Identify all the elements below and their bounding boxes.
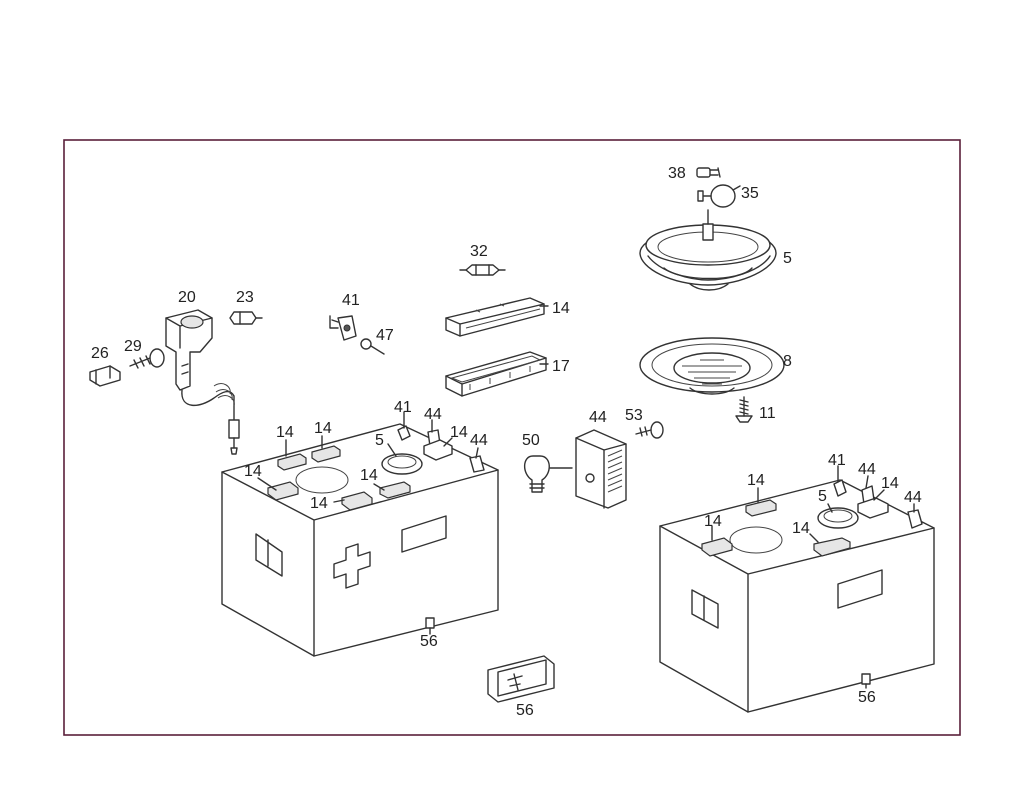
label-44-housing: 44 [589, 409, 607, 426]
bracket-56 [487, 655, 555, 703]
screw-11 [735, 396, 753, 423]
leader-lines [257, 305, 915, 689]
screw-29 [129, 348, 165, 369]
label-23: 23 [236, 289, 254, 306]
label-56-bracket: 56 [516, 702, 534, 719]
lamp-frame-17 [445, 351, 547, 397]
label-14-e: 14 [360, 467, 378, 484]
label-5-top: 5 [783, 250, 792, 267]
part-labels: 38 35 5 32 14 17 8 11 20 23 41 47 26 29 … [91, 165, 922, 719]
label-20: 20 [178, 289, 196, 306]
label-44-left-a: 44 [424, 406, 442, 423]
label-53: 53 [625, 407, 643, 424]
screw-53 [635, 421, 664, 439]
label-14-a: 14 [276, 424, 294, 441]
case-right [659, 479, 935, 713]
bulb-35 [697, 184, 741, 208]
sockets-left [397, 425, 485, 473]
label-14-right-b: 14 [747, 472, 765, 489]
label-14-d: 14 [244, 463, 262, 480]
bulb-38 [696, 167, 721, 178]
label-32: 32 [470, 243, 488, 260]
label-14-right-a: 14 [881, 475, 899, 492]
lamp-housing-5 [639, 209, 777, 291]
reflector-8 [639, 337, 785, 395]
label-47: 47 [376, 327, 394, 344]
label-44-right-b: 44 [904, 489, 922, 506]
diagram-frame [63, 139, 961, 736]
pin-47 [360, 338, 385, 355]
lamp-lens-14 [445, 297, 545, 337]
label-44-left-b: 44 [470, 432, 488, 449]
label-41-upper: 41 [342, 292, 360, 309]
label-5-right: 5 [818, 488, 827, 505]
label-29: 29 [124, 338, 142, 355]
clip-26 [89, 365, 121, 387]
label-8: 8 [783, 353, 792, 370]
bulb-50 [523, 455, 573, 493]
bulb-23 [229, 311, 263, 325]
label-56-right: 56 [858, 689, 876, 706]
label-50: 50 [522, 432, 540, 449]
sockets-right [833, 479, 923, 529]
label-56-left: 56 [420, 633, 438, 650]
label-11: 11 [759, 405, 776, 422]
lamp-housing-44 [575, 429, 627, 509]
label-14-b: 14 [314, 420, 332, 437]
label-44-right-a: 44 [858, 461, 876, 478]
switch-20 [165, 309, 240, 455]
label-14-lens: 14 [552, 300, 570, 317]
lamp-5-right [817, 507, 859, 529]
bulb-32 [459, 264, 506, 276]
label-14-right-c: 14 [704, 513, 722, 530]
lamp-5-left [381, 453, 423, 475]
label-38: 38 [668, 165, 686, 182]
pads-left [267, 445, 411, 511]
label-14-right-d: 14 [792, 520, 810, 537]
label-26: 26 [91, 345, 109, 362]
label-14-c: 14 [450, 424, 468, 441]
label-5-left: 5 [375, 432, 384, 449]
label-41-right: 41 [828, 452, 846, 469]
label-35: 35 [741, 185, 759, 202]
label-41-left: 41 [394, 399, 412, 416]
case-left [221, 423, 499, 657]
label-17: 17 [552, 358, 570, 375]
pads-right [701, 499, 851, 557]
label-14-f: 14 [310, 495, 328, 512]
socket-41-upper [329, 315, 357, 341]
